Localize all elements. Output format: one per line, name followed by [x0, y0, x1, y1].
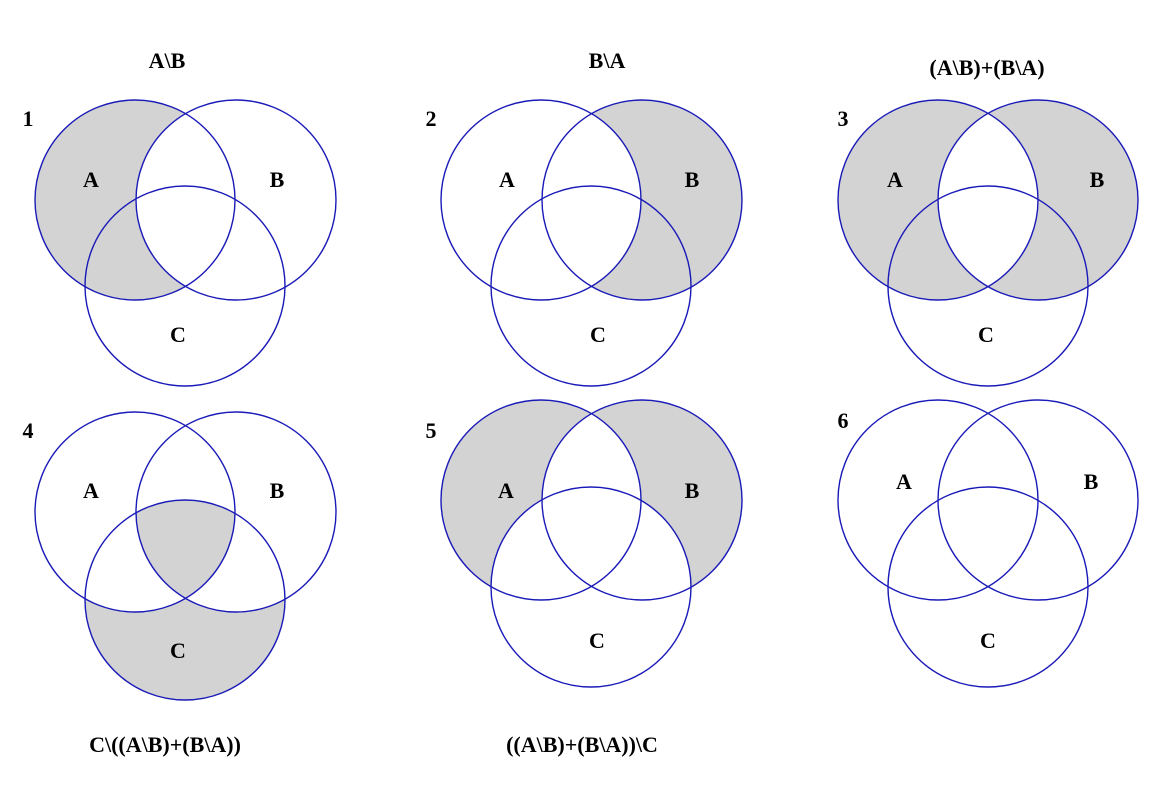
label-b: B — [270, 167, 285, 192]
panel-number: 5 — [426, 418, 437, 443]
panel-caption: (A\B)+(B\A) — [929, 55, 1044, 80]
venn-panel-6: 6A B C — [837, 399, 1139, 688]
panel-number: 3 — [838, 106, 849, 131]
venn-panel-5: 5 ((A\B)+(B\A))\C A B C — [426, 399, 743, 757]
label-a: A — [887, 167, 903, 192]
panel-number: 4 — [23, 418, 34, 443]
label-c: C — [590, 322, 606, 347]
circle-c — [490, 486, 692, 688]
label-a: A — [499, 167, 515, 192]
label-c: C — [170, 638, 186, 663]
circle-c — [84, 499, 286, 701]
label-a: A — [83, 167, 99, 192]
circle-c — [887, 185, 1089, 387]
label-b: B — [1090, 167, 1105, 192]
shaded-region-b — [542, 400, 742, 600]
panel-number: 6 — [838, 408, 849, 433]
venn-panel-4: 4C\((A\B)+(B\A)) A B C — [23, 411, 337, 757]
label-c: C — [589, 628, 605, 653]
label-a: A — [83, 478, 99, 503]
shaded-region-c — [85, 500, 285, 700]
label-b: B — [685, 167, 700, 192]
label-a: A — [896, 469, 912, 494]
panel-number: 1 — [23, 106, 34, 131]
venn-panel-3: 3 (A\B)+(B\A) A B C — [837, 55, 1139, 387]
venn-panel-1: 1 A\B A B C — [23, 48, 337, 387]
venn-panel-2: 2 B\A A B C — [426, 48, 743, 387]
panel-number: 2 — [426, 106, 437, 131]
circle-c — [84, 185, 286, 387]
circle-c — [887, 486, 1089, 688]
circle-b — [135, 99, 337, 301]
label-b: B — [685, 478, 700, 503]
label-a: A — [498, 478, 514, 503]
label-c: C — [980, 628, 996, 653]
panel-caption: B\A — [589, 48, 626, 73]
label-b: B — [270, 478, 285, 503]
circle-c — [490, 185, 692, 387]
panel-caption: ((A\B)+(B\A))\C — [506, 732, 658, 757]
circle-b — [135, 411, 337, 613]
shaded-region-abc — [136, 500, 235, 612]
label-c: C — [170, 322, 186, 347]
circle-b — [541, 99, 743, 301]
panel-caption: C\((A\B)+(B\A)) — [89, 732, 241, 757]
label-c: C — [978, 322, 994, 347]
panel-caption: A\B — [149, 48, 186, 73]
label-b: B — [1084, 469, 1099, 494]
circle-a — [34, 411, 236, 613]
